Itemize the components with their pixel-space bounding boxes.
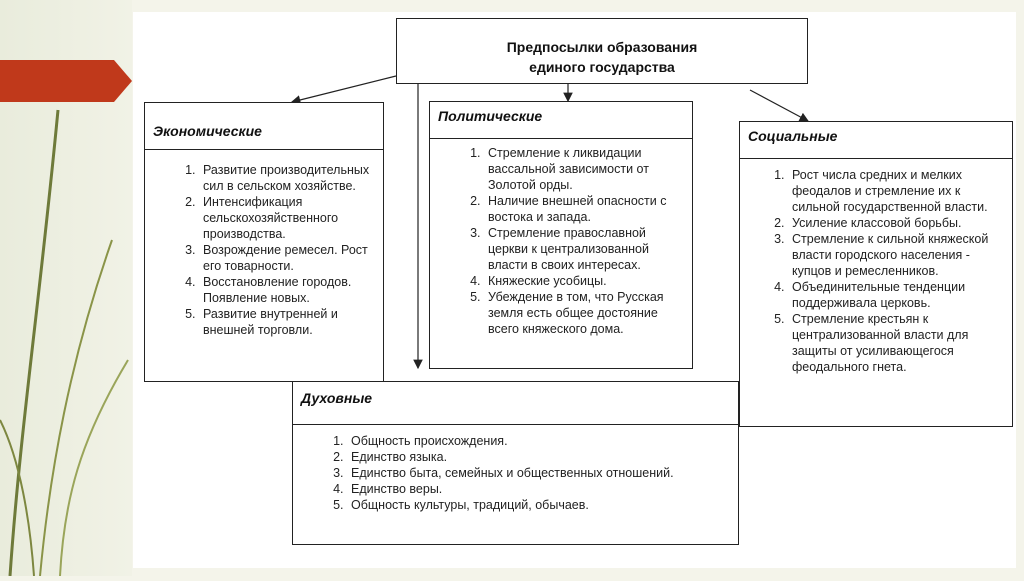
list-item: Стремление к сильной княжеской власти го…	[788, 231, 1004, 279]
list-item: Стремление православной церкви к централ…	[484, 225, 684, 273]
title-line-1: Предпосылки образования	[506, 39, 698, 55]
list-item: Княжеские усобицы.	[484, 273, 684, 289]
social-heading: Социальные	[740, 122, 1012, 159]
arrow-to-social	[749, 89, 810, 122]
list-item: Единство языка.	[347, 449, 730, 465]
title-box: Предпосылки образования единого государс…	[396, 18, 808, 84]
list-item: Единство веры.	[347, 481, 730, 497]
list-item: Общность культуры, традиций, обычаев.	[347, 497, 730, 513]
grass-decoration	[0, 109, 129, 577]
list-item: Общность происхождения.	[347, 433, 730, 449]
political-list: Стремление к ликвидации вассальной завис…	[430, 139, 692, 337]
list-item: Развитие производительных сил в сельском…	[199, 162, 375, 194]
political-box: Политические Стремление к ликвидации вас…	[429, 101, 693, 369]
political-heading: Политические	[430, 102, 692, 139]
spiritual-box: Духовные Общность происхождения. Единств…	[292, 381, 739, 545]
spiritual-heading: Духовные	[293, 382, 738, 425]
list-item: Объединительные тенденции поддерживала ц…	[788, 279, 1004, 311]
list-item: Наличие внешней опасности с востока и за…	[484, 193, 684, 225]
list-item: Убеждение в том, что Русская земля есть …	[484, 289, 684, 337]
economic-list: Развитие производительных сил в сельском…	[145, 150, 383, 338]
title-line-2: единого государства	[529, 59, 675, 75]
social-box: Социальные Рост числа средних и мелких ф…	[739, 121, 1013, 427]
list-item: Стремление крестьян к централизованной в…	[788, 311, 1004, 375]
list-item: Интенсификация сельскохозяйственного про…	[199, 194, 375, 242]
accent-arrow-shape	[0, 60, 132, 102]
economic-box: Экономические Развитие производительных …	[144, 102, 384, 382]
list-item: Восстановление городов. Появление новых.	[199, 274, 375, 306]
arrow-to-economic	[290, 75, 397, 105]
list-item: Возрождение ремесел. Рост его товарности…	[199, 242, 375, 274]
list-item: Рост числа средних и мелких феодалов и с…	[788, 167, 1004, 215]
spiritual-list: Общность происхождения. Единство языка. …	[293, 425, 738, 513]
list-item: Стремление к ликвидации вассальной завис…	[484, 145, 684, 193]
list-item: Развитие внутренней и внешней торговли.	[199, 306, 375, 338]
list-item: Единство быта, семейных и общественных о…	[347, 465, 730, 481]
list-item: Усиление классовой борьбы.	[788, 215, 1004, 231]
social-list: Рост числа средних и мелких феодалов и с…	[740, 159, 1012, 375]
economic-heading: Экономические	[145, 103, 383, 150]
